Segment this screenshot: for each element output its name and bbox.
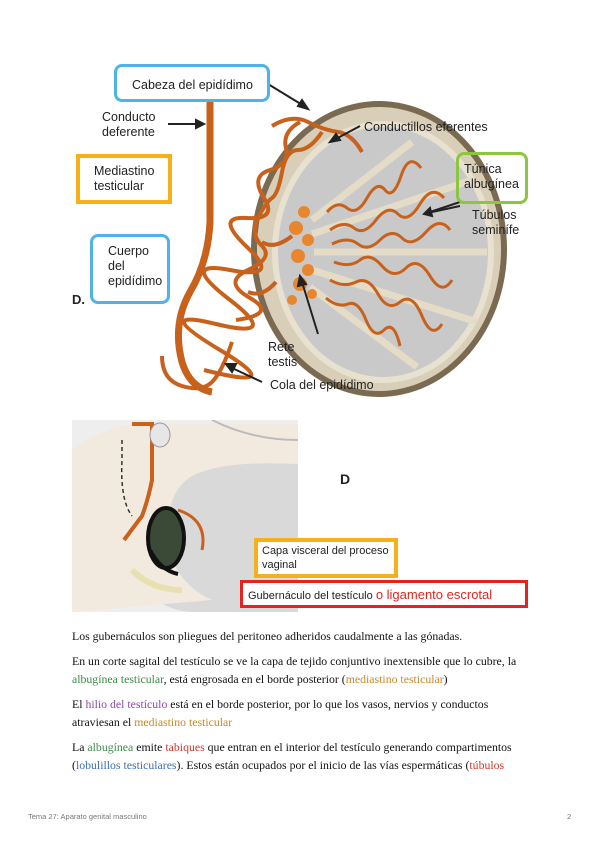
label-tubulos: Túbulos seminífe [472,208,520,237]
p4-albuginea: albugínea [87,740,134,754]
p2-text-3: ) [443,671,448,686]
gubernaculo-text: Gubernáculo del testículo [248,590,373,602]
label-tunica: Túnica albugínea [464,162,519,191]
p4-lobulillos: lobulillos testiculares [75,757,177,772]
label-cuerpo: Cuerpo del epidídimo [108,244,163,288]
gubernaculo-box [240,580,528,608]
footer-title: Tema 27: Aparato genital masculino [28,812,147,821]
paragraph-4: La albugínea emite tabiques que entran e… [72,739,528,774]
page-number: 2 [567,812,572,821]
label-conductillos: Conductillos eferentes [364,120,488,134]
p4-tabiques: tabiques [165,740,205,754]
p4-text-3: que entran en el interior del testículo … [72,740,512,772]
rete-testis [287,206,317,305]
p3-text-2: está en el borde posterior, por lo que l… [72,697,489,729]
ductus-deferens [174,102,214,396]
label-capa: Capa visceral del proceso vaginal [262,545,389,571]
figure1-letter: D. [72,292,85,307]
label-conducto: Conducto deferente [102,110,156,139]
p2-mediastino: mediastino testicular [345,671,444,686]
label-gubernaculo: Gubernáculo del testículo o ligamento es… [248,587,492,604]
pointer-arrows [168,83,461,383]
cuerpo-box [90,234,170,304]
p3-hilio: hilio del testículo [85,697,168,711]
p2-text-2: , está engrosada en el borde posterior ( [163,671,346,686]
label-cola: Cola del epidídimo [270,378,374,392]
paragraph-1: Los gubernáculos son pliegues del perito… [72,628,528,646]
p4-text-4: ). Estos están ocupados por el inicio de… [176,757,470,772]
p1-text: Los gubernáculos son pliegues del perito… [72,629,463,643]
epididymis-diagram [160,83,507,397]
tunica-box [456,152,528,204]
cabeza-box [114,64,270,102]
label-mediastino: Mediastino testicular [94,164,155,193]
figure2-letter: D [340,471,351,487]
p4-text-2: emite [133,740,166,754]
p4-tubulos: túbulos [469,757,505,772]
epididymis-duct [160,116,364,391]
label-rete: Rete testis [268,340,298,369]
paragraph-3: El hilio del testículo está en el borde … [72,696,528,731]
mediastino-box [76,154,172,204]
p3-mediastino: mediastino testicular [134,714,233,729]
p2-text: En un corte sagital del testículo se ve … [72,654,517,668]
seminiferous-tubules [325,160,454,347]
label-cabeza: Cabeza del epidídimo [132,78,253,92]
paragraph-2: En un corte sagital del testículo se ve … [72,653,528,688]
gubernaculum-figure: D Capa visceral del proceso vaginal Gube… [72,420,528,612]
p4-text: La [72,740,88,754]
p3-text: El [72,697,86,711]
ligamento-text: o ligamento escrotal [375,587,493,602]
gubernaculum-diagram [72,420,299,612]
p2-albuginea: albugínea testicular [72,671,164,686]
capa-box [254,538,398,578]
septa [307,139,487,370]
epididymis-testis-figure: Cabeza del epidídimo Conducto deferente … [72,62,528,402]
